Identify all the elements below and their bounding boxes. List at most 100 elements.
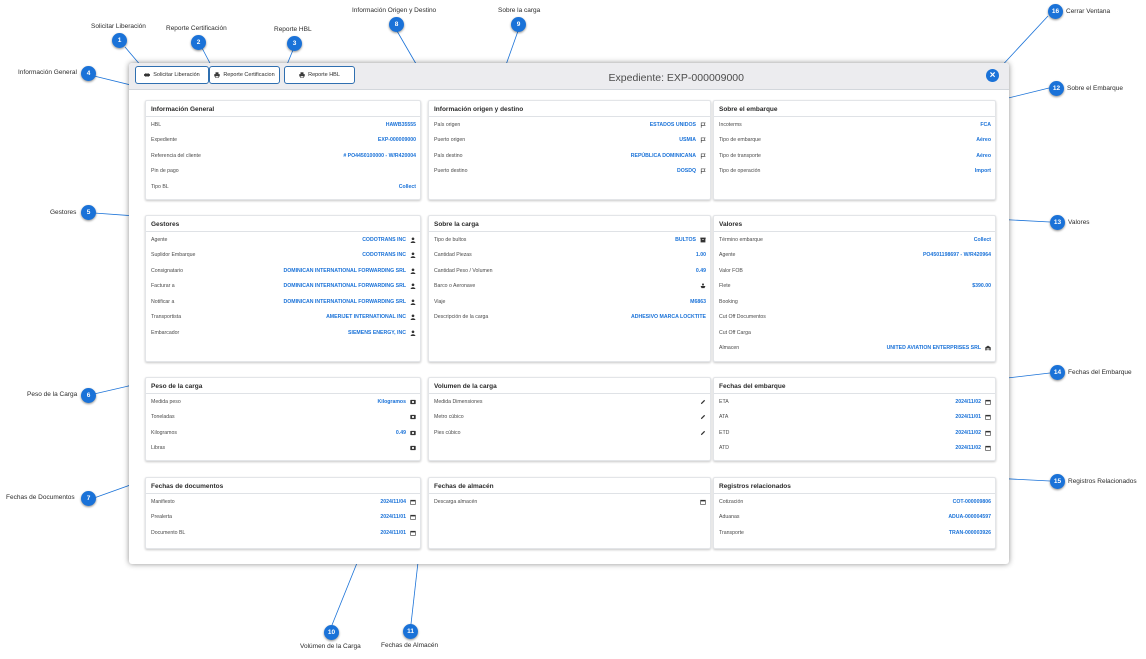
calendar-icon[interactable] [985,445,991,451]
callout-badge-6: 6 [81,388,96,403]
card-divider [146,493,420,494]
solicitar-liberacion-button[interactable]: Solicitar Liberación [135,66,209,84]
callout-label-5: Gestores [50,209,77,216]
field-label: HBL [151,121,162,128]
field-label: Viaje [434,298,446,305]
field-label: ATA [719,414,729,420]
callout-label-13: Valores [1068,219,1090,226]
field-value: BULTOS [675,236,696,243]
calendar-icon[interactable] [410,499,416,505]
callout-label-6: Peso de la Carga [27,391,78,398]
field-value: 2024/11/02 [955,429,981,436]
field-row: Descarga almacén [434,497,706,506]
reporte-certificacion-button[interactable]: Reporte Certificacion [209,66,280,84]
calendar-icon[interactable] [410,514,416,520]
weight-icon[interactable] [410,399,416,405]
field-value: DOMINICAN INTERNATIONAL FORWARDING SRL [283,298,406,305]
weight-icon[interactable] [410,445,416,451]
field-value: DOSDQ [676,168,696,174]
calendar-icon[interactable] [985,399,991,405]
field-value: SIEMENS ENERGY, INC [348,329,406,336]
field-label: Descripción de la carga [434,314,489,320]
user-icon[interactable] [410,329,416,336]
field-value: DOMINICAN INTERNATIONAL FORWARDING SRL [283,283,406,289]
field-label: Facturar a [151,283,175,289]
user-icon[interactable] [410,283,416,289]
user-icon[interactable] [410,298,416,305]
callout-label-11: Fechas de Almacén [381,642,439,649]
card-title: Volumen de la carga [434,383,497,390]
weight-icon[interactable] [410,414,416,420]
pencil-icon[interactable] [700,399,706,405]
field-label: Puerto origen [434,137,466,143]
close-icon[interactable]: × [986,69,999,82]
field-value: USMIA [679,137,696,143]
callout-badge-16: 16 [1048,4,1063,19]
flag-icon[interactable] [700,153,706,159]
card-title: Fechas de almacén [434,483,494,490]
callout-badge-7: 7 [81,491,96,506]
field-label: Pies cúbico [434,429,461,436]
field-value: DOMINICAN INTERNATIONAL FORWARDING SRL [283,267,406,274]
reporte-hbl-button[interactable]: Reporte HBL [284,66,355,84]
warehouse-icon[interactable] [985,345,991,351]
weight-icon[interactable] [410,430,416,436]
flag-icon[interactable] [700,122,706,128]
callout-badge-10: 10 [324,625,339,640]
expediente-modal: Solicitar Liberación Reporte Certificaci… [129,63,1009,564]
ship-icon[interactable] [700,283,706,289]
calendar-icon[interactable] [985,430,991,436]
field-label: Valor FOB [719,267,743,274]
pencil-icon[interactable] [700,414,706,420]
field-label: Toneladas [151,414,175,420]
callout-badge-12: 12 [1049,81,1064,96]
flag-icon[interactable] [700,137,706,143]
field-label: Barco o Aeronave [434,283,476,289]
field-label: Notificar a [151,298,175,305]
field-value: 2024/11/02 [955,445,981,451]
card-title: Información General [151,106,215,113]
calendar-icon[interactable] [410,530,416,536]
flag-icon[interactable] [700,168,706,174]
field-label: ETA [719,398,729,405]
card-title: Peso de la carga [151,383,203,390]
user-icon[interactable] [410,252,416,258]
user-icon[interactable] [410,267,416,274]
user-icon[interactable] [410,314,416,320]
calendar-icon[interactable] [985,414,991,420]
box-icon[interactable] [700,237,706,243]
card-title: Información origen y destino [434,106,524,113]
field-value: Aéreo [976,137,991,143]
field-row: Tipo de embarque Aéreo [719,136,991,145]
callout-label-4: Información General [18,69,77,76]
handshake-icon [144,73,151,77]
callout-badge-2: 2 [191,35,206,50]
modal-header: Solicitar Liberación Reporte Certificaci… [129,63,1009,90]
field-row: Booking [719,297,991,306]
field-row: Toneladas [151,413,416,422]
field-label: Kilogramos [151,429,177,436]
user-icon[interactable] [410,236,416,243]
card-divider [714,393,995,394]
calendar-icon[interactable] [700,499,706,505]
pencil-icon[interactable] [700,430,706,436]
field-value: UNITED AVIATION ENTERPRISES SRL [886,345,981,351]
field-label: Transporte [719,529,744,536]
field-label: Tipo de embarque [719,137,761,143]
